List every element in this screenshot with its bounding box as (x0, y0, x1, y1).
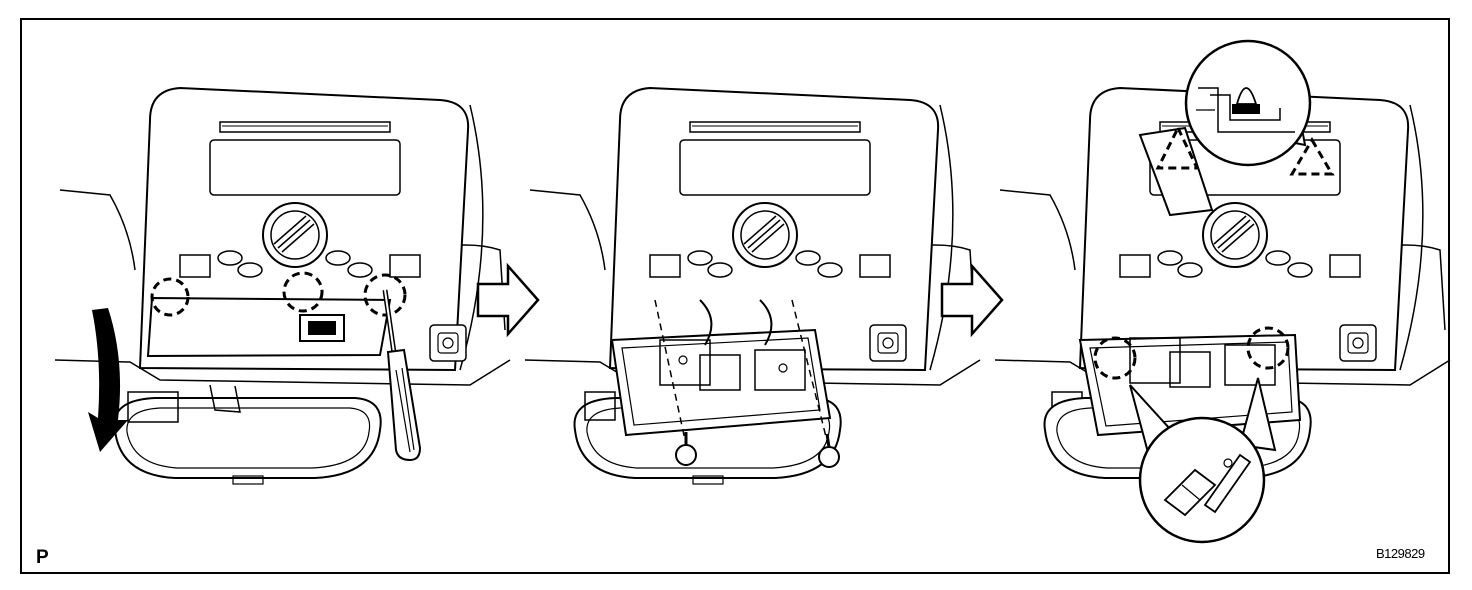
panel-remove-screws (524, 87, 981, 485)
step-arrow-icon (476, 264, 540, 336)
corner-label: P (36, 547, 49, 568)
clip-marker (150, 277, 190, 317)
clip-marker (282, 271, 324, 313)
step-arrow-icon (940, 264, 1004, 336)
panel-remove-cover (54, 87, 511, 485)
screw-icon (818, 433, 840, 468)
triangle-marker (1289, 137, 1335, 176)
triangle-marker (1155, 124, 1200, 170)
detail-callout-upper (1184, 39, 1312, 167)
detail-callout-lower (1129, 377, 1277, 544)
screwdriver-icon (382, 289, 422, 462)
pull-down-arrow-icon (88, 308, 128, 452)
figure-id: B129829 (1376, 546, 1425, 561)
clip-marker (1246, 326, 1290, 370)
clip-marker (363, 273, 407, 317)
panel-disengage-clips (994, 39, 1451, 544)
clip-marker (1093, 336, 1137, 380)
screw-icon (675, 432, 697, 466)
